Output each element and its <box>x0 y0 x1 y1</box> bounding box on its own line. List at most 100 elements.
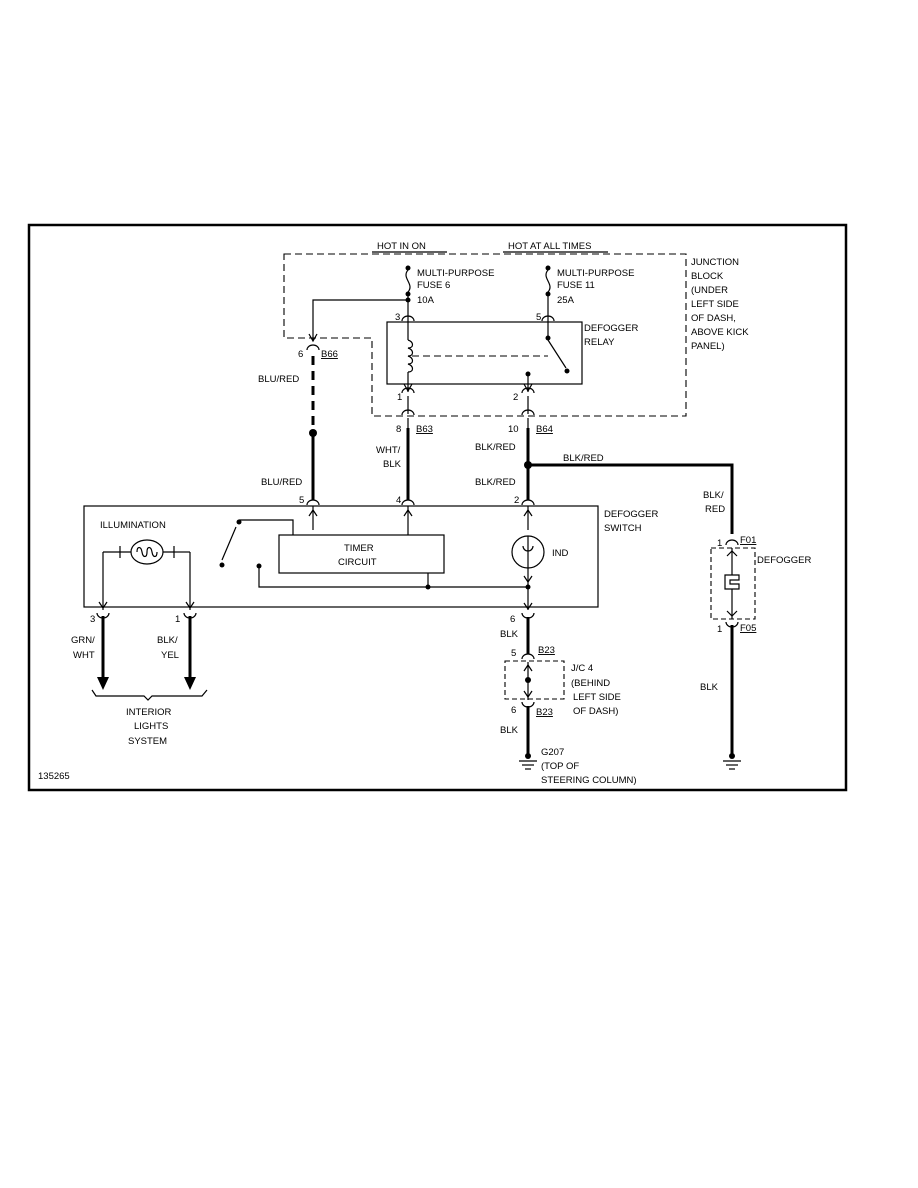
wire-blk-red-branch-label: BLK/RED <box>563 453 604 464</box>
switch-contact <box>221 526 237 561</box>
wire-wht-blk-label2: BLK <box>383 459 402 470</box>
fuse-11-rating: 25A <box>557 295 575 306</box>
illumination-label: ILLUMINATION <box>100 520 166 531</box>
wire-blk-switch-label: BLK <box>500 629 519 640</box>
f01-pin: 1 <box>717 538 722 549</box>
wire-grn-wht-label2: WHT <box>73 650 95 661</box>
switch-pin-4: 4 <box>396 495 401 506</box>
timer-label1: TIMER <box>344 543 374 554</box>
b66-label: B66 <box>321 349 338 360</box>
fuse-11 <box>545 265 551 314</box>
b23-bottom-label: B23 <box>536 707 553 718</box>
g207-ground-icon <box>519 760 537 770</box>
b64-pin: 10 <box>508 424 519 435</box>
relay-pin-3: 3 <box>395 312 400 323</box>
relay-pin-2: 2 <box>513 392 518 403</box>
svg-text:OF DASH): OF DASH) <box>573 706 618 717</box>
switch-label1: DEFOGGER <box>604 509 659 520</box>
svg-text:PANEL): PANEL) <box>691 341 725 352</box>
wire-blk-defogger-label: BLK <box>700 682 719 693</box>
switch-pin-5: 5 <box>299 495 304 506</box>
relay-line1: DEFOGGER <box>584 323 639 334</box>
svg-text:STEERING COLUMN): STEERING COLUMN) <box>541 775 637 786</box>
hot-at-all-times-label: HOT AT ALL TIMES <box>508 241 591 252</box>
b23-top-pin: 5 <box>511 648 516 659</box>
svg-text:J/C 4: J/C 4 <box>571 663 593 674</box>
defogger-relay <box>386 321 583 385</box>
defogger-heater-icon <box>724 548 740 619</box>
figure-id: 135265 <box>38 771 70 782</box>
interior-brace <box>91 689 208 701</box>
relay-coil <box>401 314 415 416</box>
svg-text:BLOCK: BLOCK <box>691 271 724 282</box>
defogger-label: DEFOGGER <box>757 555 812 566</box>
relay-contact <box>521 314 570 416</box>
switch-pin-6: 6 <box>510 614 515 625</box>
jc4-label: J/C 4 (BEHIND LEFT SIDE OF DASH) <box>571 663 621 717</box>
svg-text:INTERIOR: INTERIOR <box>126 707 172 718</box>
fuse-11-line1: MULTI-PURPOSE <box>557 268 634 279</box>
interior-lights-label: INTERIOR LIGHTS SYSTEM <box>126 707 172 747</box>
wire-blu-red-lower-label: BLU/RED <box>261 477 302 488</box>
wire-blk-red-upper-label: BLK/RED <box>475 442 516 453</box>
b66-pin: 6 <box>298 349 303 360</box>
svg-text:G207: G207 <box>541 747 564 758</box>
wire-blk-red-v1: BLK/ <box>703 490 724 501</box>
wire-blk-yel-label1: BLK/ <box>157 635 178 646</box>
wire-blk-red-lower-label: BLK/RED <box>475 477 516 488</box>
b64-label: B64 <box>536 424 553 435</box>
fuse-6-line2: FUSE 6 <box>417 280 450 291</box>
defogger-switch <box>83 505 599 608</box>
timer-circuit <box>278 534 445 574</box>
wire-blk-red-v2: RED <box>705 504 725 515</box>
timer-label2: CIRCUIT <box>338 557 377 568</box>
wire-blk-red-branch <box>528 463 734 534</box>
b23-bottom-pin: 6 <box>511 705 516 716</box>
wire-grn-wht-label1: GRN/ <box>71 635 95 646</box>
wire-blu-red-upper-label: BLU/RED <box>258 374 299 385</box>
f05-label: F05 <box>740 623 756 634</box>
switch-label2: SWITCH <box>604 523 642 534</box>
b23-top-label: B23 <box>538 645 555 656</box>
ind-lamp <box>511 535 545 611</box>
fuse-11-line2: FUSE 11 <box>557 280 595 291</box>
wire-wht-blk-label1: WHT/ <box>376 445 401 456</box>
hot-in-on-label: HOT IN ON <box>377 241 426 252</box>
svg-text:ABOVE KICK: ABOVE KICK <box>691 327 749 338</box>
switch-bottom-pins <box>96 612 535 619</box>
b63-pin: 8 <box>396 424 401 435</box>
svg-text:OF DASH,: OF DASH, <box>691 313 736 324</box>
g207-label: G207 (TOP OF STEERING COLUMN) <box>541 747 637 786</box>
svg-text:(UNDER: (UNDER <box>691 285 728 296</box>
svg-text:LEFT SIDE: LEFT SIDE <box>691 299 739 310</box>
fuse-6-rating: 10A <box>417 295 435 306</box>
switch-pin-3: 3 <box>90 614 95 625</box>
fuse-6-line1: MULTI-PURPOSE <box>417 268 494 279</box>
illumination-bulb-icon <box>98 539 195 610</box>
switch-pin-1: 1 <box>175 614 180 625</box>
junction-block-label: JUNCTION BLOCK (UNDER LEFT SIDE OF DASH,… <box>691 257 749 352</box>
f01-label: F01 <box>740 535 756 546</box>
svg-text:JUNCTION: JUNCTION <box>691 257 739 268</box>
diagram-frame <box>27 223 848 792</box>
svg-text:LIGHTS: LIGHTS <box>134 721 168 732</box>
defogger-ground-icon <box>723 760 741 770</box>
relay-pin-1: 1 <box>397 392 402 403</box>
switch-pin-2: 2 <box>514 495 519 506</box>
b63-label: B63 <box>416 424 433 435</box>
f05-pin: 1 <box>717 624 722 635</box>
wire-blk-yel-label2: YEL <box>161 650 179 661</box>
defogger-element <box>710 547 756 620</box>
wire-blk-ground-label: BLK <box>500 725 519 736</box>
relay-pin-5: 5 <box>536 312 541 323</box>
fuse-6 <box>405 265 411 314</box>
relay-line2: RELAY <box>584 337 615 348</box>
svg-text:SYSTEM: SYSTEM <box>128 736 167 747</box>
svg-text:(BEHIND: (BEHIND <box>571 678 610 689</box>
ind-label: IND <box>552 548 569 559</box>
switch-top-pins <box>306 499 535 535</box>
svg-text:(TOP OF: (TOP OF <box>541 761 579 772</box>
junction-block-outline <box>283 253 687 417</box>
svg-text:LEFT SIDE: LEFT SIDE <box>573 692 621 703</box>
